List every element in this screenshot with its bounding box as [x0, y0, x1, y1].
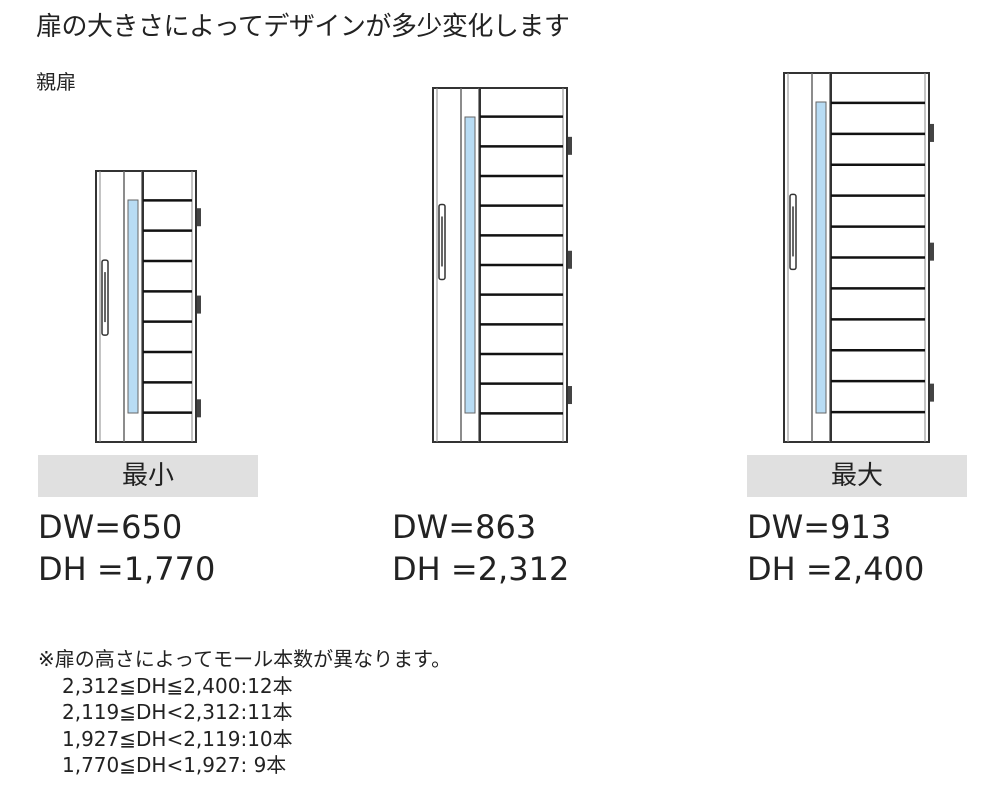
page-title: 扉の大きさによってデザインが多少変化します — [36, 12, 570, 42]
dw-value: DW=650 — [38, 508, 183, 546]
door-drawing-min — [95, 170, 201, 443]
hinge-icon — [930, 123, 934, 142]
hinge-icon — [568, 250, 572, 269]
subtitle: 親扉 — [36, 70, 76, 94]
notes-row: 1,927≦DH<2,119:10本 — [62, 726, 293, 751]
hinge-icon — [197, 399, 201, 418]
glass-strip — [464, 116, 476, 414]
hinge-icon — [930, 242, 934, 261]
hinge-icon — [930, 383, 934, 402]
dims-min: DW=650 DH =1,770 — [38, 506, 215, 590]
hinge-icon — [568, 386, 572, 405]
notes-row: 2,312≦DH≦2,400:12本 — [62, 673, 293, 698]
notes-row: 1,770≦DH<1,927: 9本 — [62, 753, 287, 777]
dw-value: DW=913 — [747, 508, 892, 546]
glass-strip — [127, 199, 139, 414]
notes-row: 2,119≦DH<2,312:11本 — [62, 700, 293, 724]
glass-strip — [815, 101, 827, 414]
hinge-icon — [197, 208, 201, 227]
hinge-icon — [568, 136, 572, 155]
door-drawing-max — [783, 72, 934, 443]
dw-value: DW=863 — [392, 508, 537, 546]
mole-count-notes: ※扉の高さによってモール本数が異なります。 2,312≦DH≦2,400:12本… — [38, 646, 451, 779]
door-frame — [95, 170, 197, 443]
dh-value: DH =2,312 — [392, 550, 570, 588]
door-drawing-mid — [432, 87, 572, 443]
dims-max: DW=913 DH =2,400 — [747, 506, 924, 590]
dims-mid: DW=863 DH =2,312 — [392, 506, 569, 590]
label-min: 最小 — [38, 455, 258, 497]
dh-value: DH =1,770 — [38, 550, 216, 588]
notes-heading: ※扉の高さによってモール本数が異なります。 — [38, 647, 452, 671]
label-max: 最大 — [747, 455, 967, 497]
hinge-icon — [197, 295, 201, 314]
dh-value: DH =2,400 — [747, 550, 925, 588]
